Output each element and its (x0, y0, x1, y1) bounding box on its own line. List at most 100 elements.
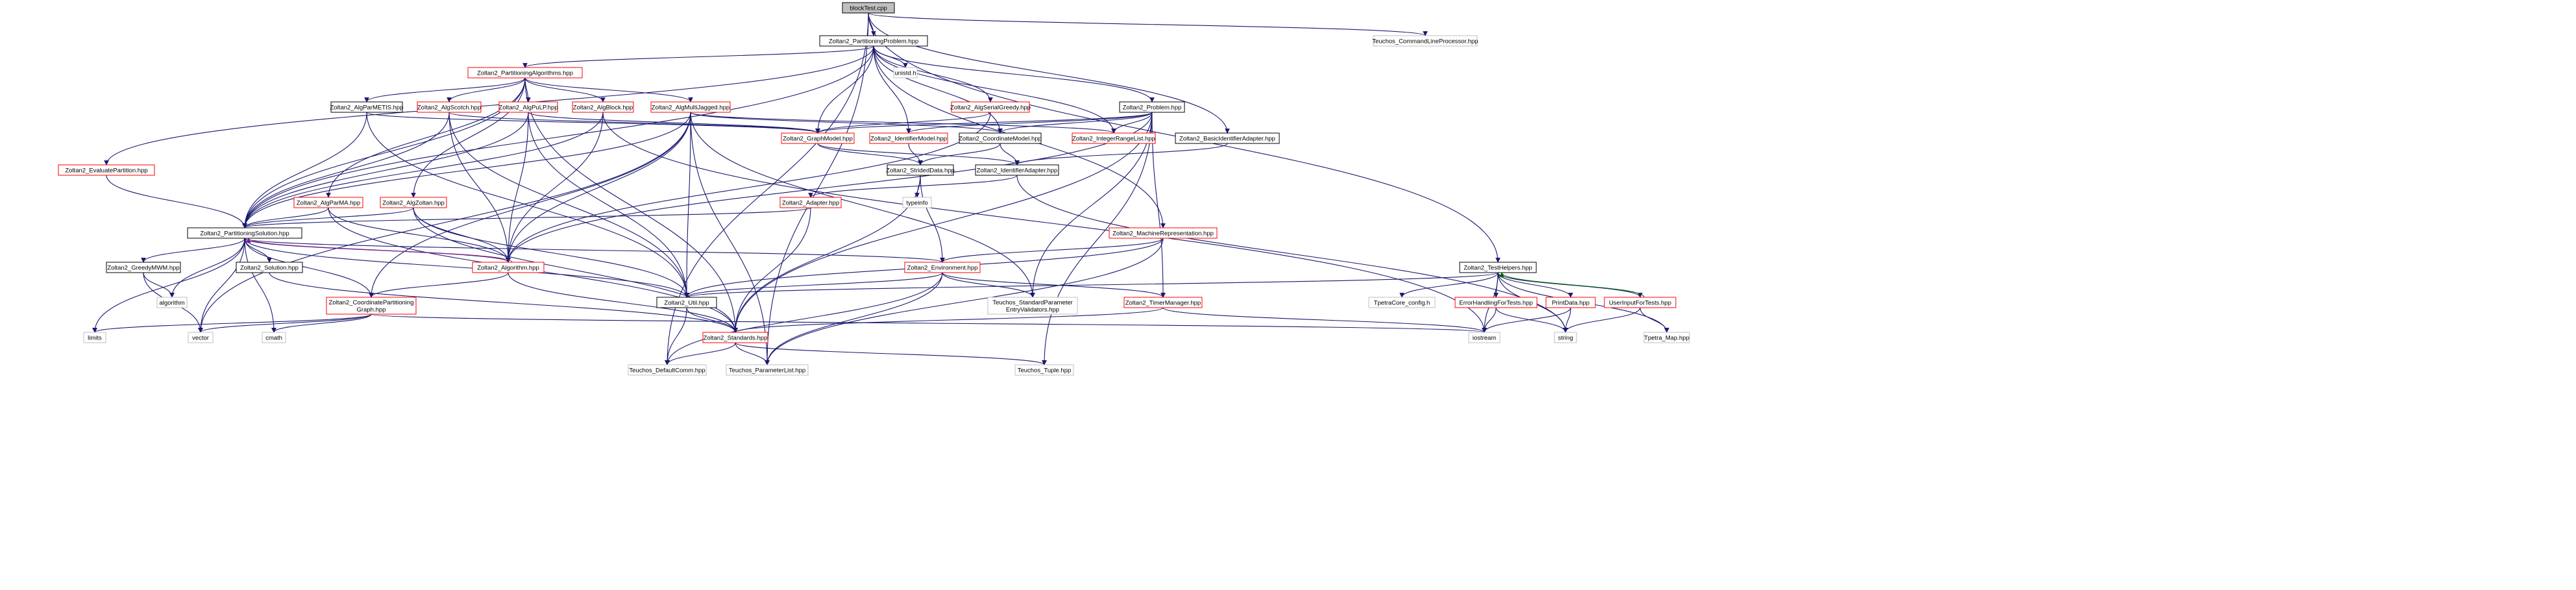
node-evaluatepartition[interactable]: Zoltan2_EvaluatePartition.hpp (58, 164, 155, 176)
node-algorithm-hpp[interactable]: Zoltan2_Algorithm.hpp (472, 262, 545, 273)
edge-partitioningsolution-to-environment (244, 238, 945, 263)
node-typeinfo[interactable]: typeinfo (902, 197, 932, 208)
node-iostream[interactable]: iostream (1468, 332, 1501, 343)
node-solution[interactable]: Zoltan2_Solution.hpp (236, 262, 303, 273)
node-limits[interactable]: limits (83, 332, 106, 343)
node-teuchos-defaultcomm[interactable]: Teuchos_DefaultComm.hpp (628, 364, 707, 376)
node-algpulp[interactable]: Zoltan2_AlgPuLP.hpp (498, 101, 558, 113)
node-greedymwm[interactable]: Zoltan2_GreedyMWM.hpp (106, 262, 181, 273)
node-box (987, 297, 1078, 315)
node-label: TpetraCore_config.h (1374, 300, 1430, 307)
edge-algpulp-to-util (528, 112, 689, 298)
edge-algzoltan-to-partitioningsolution (242, 207, 414, 228)
node-util[interactable]: Zoltan2_Util.hpp (656, 297, 717, 308)
node-partitioningalgorithms[interactable]: Zoltan2_PartitioningAlgorithms.hpp (467, 67, 583, 79)
node-label: Zoltan2_CoordinatePartitioning (329, 299, 414, 306)
node-string[interactable]: string (1554, 332, 1577, 343)
edge-partitioningsolution-to-coordinatepartitioninggraph (244, 238, 374, 298)
node-box (106, 262, 181, 273)
node-algparmetis[interactable]: Zoltan2_AlgParMETIS.hpp (330, 101, 404, 113)
node-box (650, 101, 731, 113)
node-teuchos-parameterlist[interactable]: Teuchos_ParameterList.hpp (726, 364, 809, 376)
edge-userinputfortests-to-string (1563, 307, 1641, 333)
node-box (380, 197, 447, 208)
edge-partitioningalgorithms-to-algblock (524, 77, 606, 103)
node-standards[interactable]: Zoltan2_Standards.hpp (702, 332, 768, 343)
node-strideddata[interactable]: Zoltan2_StridedData.hpp (886, 164, 955, 176)
node-algparma[interactable]: Zoltan2_AlgParMA.hpp (293, 197, 363, 208)
node-graphmodel[interactable]: Zoltan2_GraphModel.hpp (781, 132, 855, 144)
node-label: PrintData.hpp (1552, 300, 1589, 307)
node-box (628, 364, 707, 376)
node-integerrangelist[interactable]: Zoltan2_IntegerRangeList.hpp (1072, 132, 1156, 144)
node-timermanager[interactable]: Zoltan2_TimerManager.hpp (1123, 297, 1203, 308)
node-environment[interactable]: Zoltan2_Environment.hpp (904, 262, 981, 273)
edge-standards-to-teuchos-tuple (735, 342, 1047, 365)
node-box (1368, 297, 1436, 308)
node-box (572, 101, 634, 113)
edge-algmultijagged-to-vector (198, 112, 691, 333)
node-basicidentifieradapter[interactable]: Zoltan2_BasicIdentifierAdapter.hpp (1175, 132, 1280, 144)
node-cmath[interactable]: cmath (262, 332, 286, 343)
node-algblock[interactable]: Zoltan2_AlgBlock.hpp (572, 101, 634, 113)
node-box (702, 332, 768, 343)
node-problem[interactable]: Zoltan2_Problem.hpp (1119, 101, 1185, 113)
node-algzoltan[interactable]: Zoltan2_AlgZoltan.hpp (380, 197, 447, 208)
node-errorhandlingfortests[interactable]: ErrorHandlingForTests.hpp (1454, 297, 1538, 308)
node-tpetracore-config[interactable]: TpetraCore_config.h (1368, 297, 1436, 308)
edge-algorithm-hpp-to-partitioningsolution (246, 238, 513, 263)
node-box (951, 101, 1030, 113)
node-algscotch[interactable]: Zoltan2_AlgScotch.hpp (417, 101, 482, 113)
edge-partitioningproblem-to-coordinatemodel (873, 45, 1003, 134)
node-teuchos-spev[interactable]: Teuchos_StandardParameterEntryValidators… (987, 297, 1078, 315)
node-unistd[interactable]: unistd.h (893, 67, 918, 79)
node-box (869, 132, 948, 144)
edge-partitioningproblem-to-integerrangelist (873, 45, 1116, 134)
edge-identifieradapter-to-string (1016, 175, 1568, 333)
node-box (893, 67, 918, 79)
node-userinputfortests[interactable]: UserInputForTests.hpp (1604, 297, 1676, 308)
node-teuchos-tuple[interactable]: Teuchos_Tuple.hpp (1014, 364, 1074, 376)
node-testhelpers[interactable]: Zoltan2_TestHelpers.hpp (1459, 262, 1537, 273)
node-box (326, 297, 417, 315)
node-machinerepresentation[interactable]: Zoltan2_MachineRepresentation.hpp (1109, 227, 1218, 239)
node-algserialgreedy[interactable]: Zoltan2_AlgSerialGreedy.hpp (950, 101, 1031, 113)
edge-adapter-to-partitioningsolution (242, 207, 811, 228)
node-teuchos-clp[interactable]: Teuchos_CommandLineProcessor.hpp (1372, 35, 1478, 47)
node-tpetra-map[interactable]: Tpetra_Map.hpp (1643, 332, 1690, 343)
edge-algparmetis-to-util (366, 112, 689, 298)
node-algorithm[interactable]: algorithm (156, 297, 188, 308)
node-vector[interactable]: vector (188, 332, 214, 343)
edge-evaluatepartition-to-partitioningsolution (106, 175, 247, 228)
edge-adapter-to-standards (733, 207, 811, 333)
node-label: UserInputForTests.hpp (1609, 300, 1671, 307)
node-box (975, 164, 1059, 176)
node-identifieradapter[interactable]: Zoltan2_IdentifierAdapter.hpp (975, 164, 1059, 176)
edge-environment-to-teuchos-spev (942, 272, 1035, 298)
edge-partitioningproblem-to-identifiermodel (873, 45, 911, 134)
edge-algmultijagged-to-algorithm-hpp (506, 112, 691, 263)
node-box (1604, 297, 1676, 308)
edge-coordinatepartitioninggraph-to-cmath (271, 313, 372, 333)
node-blocktest[interactable]: blockTest.cpp (842, 2, 895, 14)
node-identifiermodel[interactable]: Zoltan2_IdentifierModel.hpp (869, 132, 948, 144)
node-label: typeinfo (906, 200, 927, 207)
node-partitioningsolution[interactable]: Zoltan2_PartitioningSolution.hpp (187, 227, 302, 239)
edge-algorithm-hpp-to-coordinatepartitioninggraph (369, 272, 509, 298)
edge-environment-to-timermanager (942, 272, 1166, 298)
node-label: EntryValidators.hpp (1006, 306, 1059, 313)
edge-partitioningalgorithms-to-algscotch (447, 77, 526, 103)
node-adapter[interactable]: Zoltan2_Adapter.hpp (779, 197, 842, 208)
edge-algscotch-to-partitioningsolution (242, 112, 450, 228)
node-box (1109, 227, 1218, 239)
node-label: Graph.hpp (357, 306, 386, 313)
node-coordinatemodel[interactable]: Zoltan2_CoordinateModel.hpp (959, 132, 1042, 144)
node-box (293, 197, 363, 208)
node-label: Zoltan2_StridedData.hpp (886, 167, 955, 175)
edge-greedymwm-to-algorithm (143, 272, 175, 298)
node-algmultijagged[interactable]: Zoltan2_AlgMultiJagged.hpp (650, 101, 731, 113)
node-printdata[interactable]: PrintData.hpp (1545, 297, 1596, 308)
node-partitioningproblem[interactable]: Zoltan2_PartitioningProblem.hpp (819, 35, 928, 47)
node-label: Zoltan2_AlgSerialGreedy.hpp (950, 104, 1031, 112)
